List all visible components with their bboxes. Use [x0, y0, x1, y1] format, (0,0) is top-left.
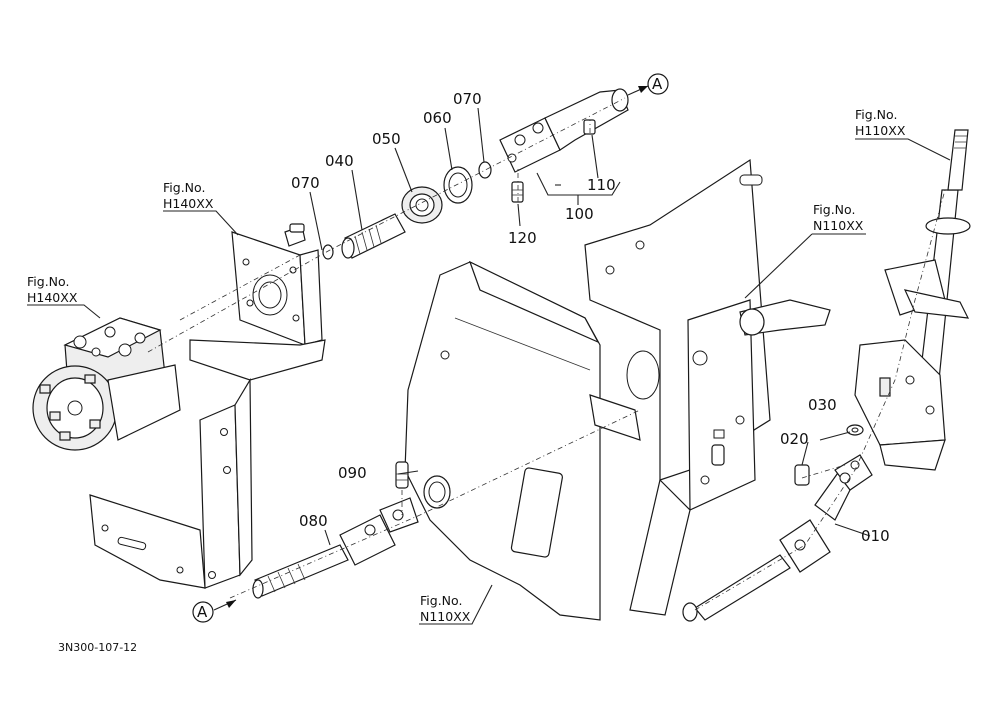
assembly-center-lines — [147, 97, 946, 611]
callout-040: 040 — [325, 152, 354, 170]
callout-070-left: 070 — [291, 174, 320, 192]
fig-ref-h110xx-line2: H110XX — [855, 123, 906, 138]
connector-a-top-label: A — [652, 75, 663, 93]
dash-panel — [404, 260, 641, 621]
callout-100: 100 — [565, 205, 594, 223]
universal-joint-100 — [499, 88, 629, 173]
callout-050: 050 — [372, 130, 401, 148]
bolt-120 — [511, 181, 524, 203]
fig-ref-h140xx-left-line2: H140XX — [27, 290, 78, 305]
fig-ref-n110xx-right-line1: Fig.No. — [813, 202, 855, 217]
callout-080: 080 — [299, 512, 328, 530]
callout-010: 010 — [861, 527, 890, 545]
connector-a-bottom-label: A — [197, 603, 208, 621]
steering-bracket-left — [89, 223, 326, 589]
leader-lines — [27, 85, 951, 625]
steering-column — [854, 129, 971, 471]
bolt-020 — [794, 464, 810, 486]
callouts: 010 020 030 040 050 060 070 070 080 090 … — [27, 90, 906, 654]
bolt-110 — [583, 119, 596, 135]
callout-120: 120 — [508, 229, 537, 247]
shaft-010 — [682, 454, 873, 622]
callout-020: 020 — [780, 430, 809, 448]
bearing-050 — [401, 186, 443, 224]
washer-030 — [846, 424, 864, 436]
steering-motor — [32, 317, 181, 451]
fig-ref-n110xx-right-line2: N110XX — [813, 218, 864, 233]
callout-070-right: 070 — [453, 90, 482, 108]
callout-060: 060 — [423, 109, 452, 127]
frame-plate-right — [584, 158, 831, 616]
fig-ref-h110xx-line1: Fig.No. — [855, 107, 897, 122]
shaft-040 — [341, 213, 406, 259]
fig-ref-h140xx-upper-line1: Fig.No. — [163, 180, 205, 195]
fig-ref-n110xx-bottom-line2: N110XX — [420, 609, 471, 624]
drawing-code: 3N300-107-12 — [58, 641, 137, 654]
shaft-080 — [252, 497, 419, 599]
ring-060 — [443, 166, 473, 204]
connector-a-top: A — [647, 73, 669, 95]
callout-110: 110 — [587, 176, 616, 194]
snap-ring-070-right — [478, 161, 492, 179]
snap-ring-070-left — [322, 244, 334, 260]
fig-ref-h140xx-upper-line2: H140XX — [163, 196, 214, 211]
connector-a-bottom: A — [192, 601, 214, 623]
fig-ref-h140xx-left-line1: Fig.No. — [27, 274, 69, 289]
callout-090: 090 — [338, 464, 367, 482]
callout-030: 030 — [808, 396, 837, 414]
fig-ref-n110xx-bottom-line1: Fig.No. — [420, 593, 462, 608]
bolt-090 — [395, 461, 409, 489]
